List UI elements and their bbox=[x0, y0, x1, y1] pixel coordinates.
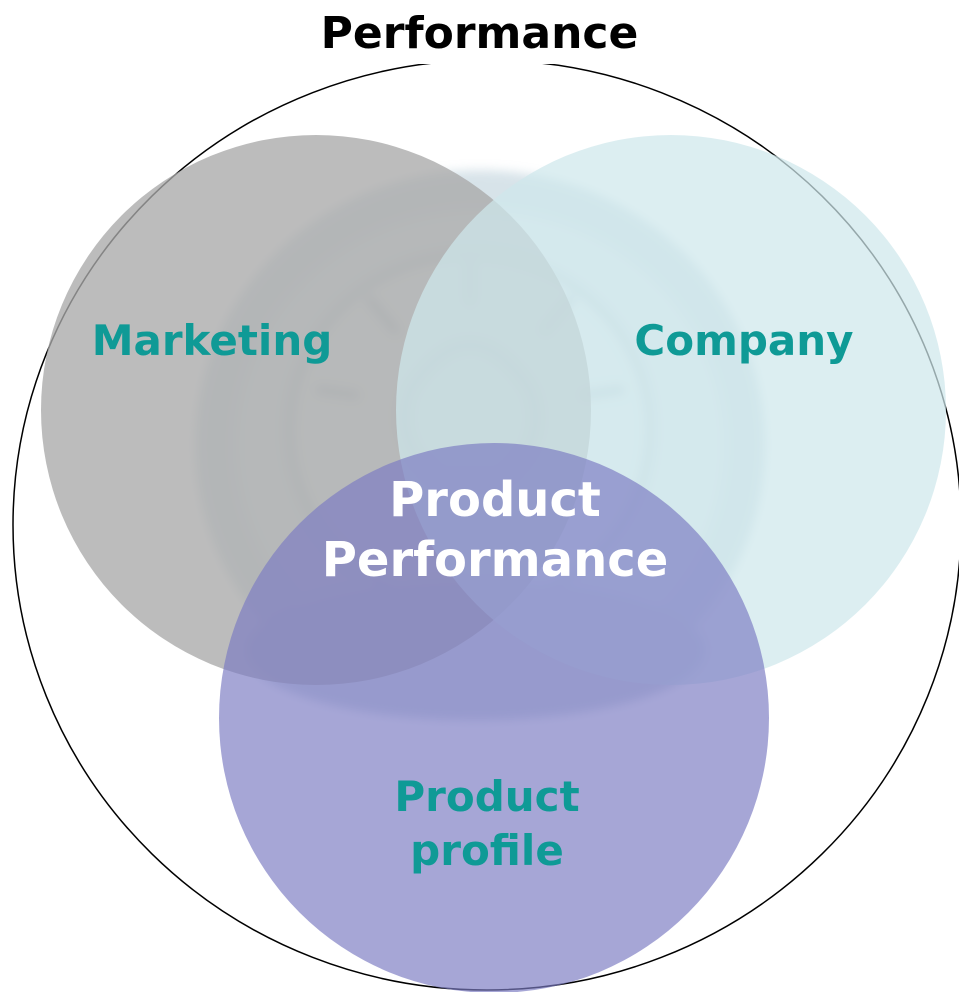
center-label-line1: Product bbox=[389, 472, 601, 528]
product-profile-circle bbox=[219, 443, 769, 992]
diagram-title: Performance bbox=[320, 8, 639, 59]
profile-label-line1: Product bbox=[394, 772, 580, 821]
marketing-label: Marketing bbox=[91, 316, 333, 365]
profile-label-line2: profile bbox=[410, 826, 564, 875]
center-label-line2: Performance bbox=[321, 532, 669, 588]
company-label: Company bbox=[634, 316, 854, 365]
title-mask bbox=[310, 0, 670, 64]
product-performance-label: Product Performance bbox=[322, 470, 669, 590]
product-profile-label: Product profile bbox=[394, 770, 579, 878]
